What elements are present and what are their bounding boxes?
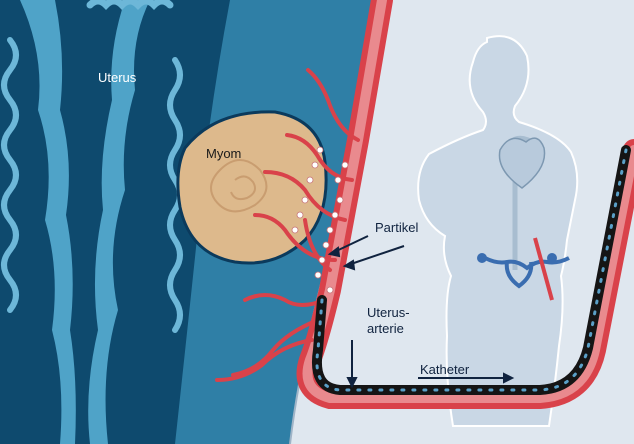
label-uterus: Uterus [98,70,136,85]
ovary-left-icon [477,253,487,263]
label-partikel: Partikel [375,220,418,235]
label-uterusarterie-line2: arterie [367,321,404,336]
label-myom: Myom [206,146,241,161]
label-uterusarterie-line1: Uterus- [367,305,410,320]
ovary-right-icon [547,253,557,263]
glandular-folds-top [90,1,170,5]
label-katheter: Katheter [420,362,469,377]
